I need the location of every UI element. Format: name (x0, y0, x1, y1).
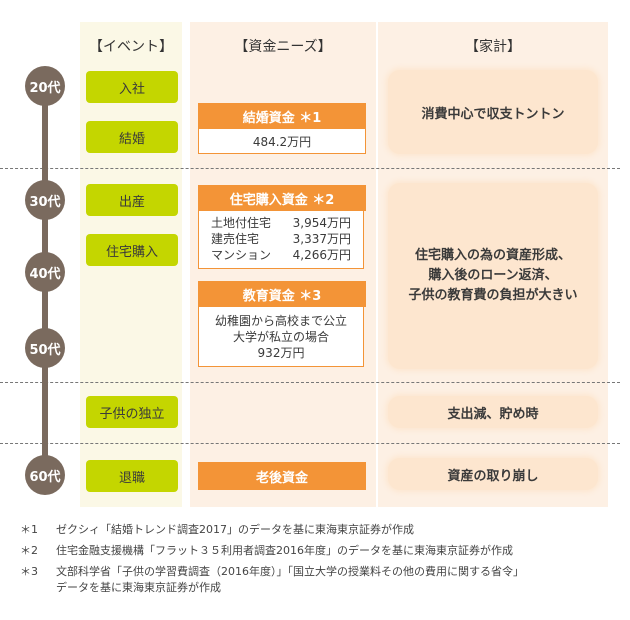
event-retirement: 退職 (86, 460, 178, 492)
footnote-mark: ＊2 (20, 544, 38, 557)
housing-row-label: マンション (211, 248, 272, 262)
housing-row-label: 土地付住宅 (211, 216, 272, 230)
housing-row-label: 建売住宅 (211, 232, 260, 246)
household-text-20s: 消費中心で収支トントン (421, 106, 565, 122)
footnote-2: ＊2 住宅金融支援機構「フラット３５利用者調査2016年度」のデータを基に東海東京… (20, 543, 513, 559)
education-fund-amount: 932万円 (257, 346, 305, 360)
housing-row: 土地付住宅 3,954万円 (199, 215, 363, 231)
education-fund-body: 幼稚園から高校まで公立 大学が私立の場合 932万円 (198, 307, 364, 367)
household-box-independence: 支出減、貯め時 (388, 396, 598, 428)
footnote-3: ＊3 文部科学省「子供の学習費調査（2016年度）」「国立大学の授業料その他の費用… (20, 564, 524, 596)
event-column-header: 【イベント】 (89, 39, 173, 55)
footnote-text: ゼクシィ「結婚トレンド調査2017」のデータを基に東海東京証券が作成 (56, 523, 414, 536)
wedding-fund-body: 484.2万円 (198, 129, 366, 154)
event-home-purchase: 住宅購入 (86, 234, 178, 266)
housing-row: 建売住宅 3,337万円 (199, 231, 363, 247)
education-fund-title: 教育資金 ＊3 (198, 281, 366, 307)
event-childbirth: 出産 (86, 184, 178, 216)
household-box-20s: 消費中心で収支トントン (388, 70, 598, 154)
household-box-30s-50s: 住宅購入の為の資産形成、 購入後のローン返済、 子供の教育費の負担が大きい (388, 183, 598, 369)
footnote-1: ＊1 ゼクシィ「結婚トレンド調査2017」のデータを基に東海東京証券が作成 (20, 522, 414, 538)
age-40s: 40代 (25, 252, 65, 292)
housing-row-value: 3,954万円 (292, 216, 351, 230)
footnote-mark: ＊1 (20, 523, 38, 536)
age-50s: 50代 (25, 328, 65, 368)
wedding-fund-title: 結婚資金 ＊1 (198, 103, 366, 129)
divider-independence-60s (0, 443, 620, 444)
fund-column-header: 【資金ニーズ】 (234, 39, 332, 55)
housing-fund-title: 住宅購入資金 ＊2 (198, 185, 366, 211)
footnote-text: 住宅金融支援機構「フラット３５利用者調査2016年度」のデータを基に東海東京証券… (56, 544, 513, 557)
wedding-fund-amount: 484.2万円 (252, 134, 312, 149)
housing-row: マンション 4,266万円 (199, 247, 363, 263)
household-line: 子供の教育費の負担が大きい (408, 288, 578, 303)
household-box-60s: 資産の取り崩し (388, 458, 598, 490)
housing-row-value: 4,266万円 (292, 248, 351, 262)
household-text-60s: 資産の取り崩し (447, 468, 539, 484)
divider-20s-30s (0, 168, 620, 169)
household-line: 購入後のローン返済、 (428, 268, 558, 283)
age-30s: 30代 (25, 180, 65, 220)
education-fund-line: 大学が私立の場合 (232, 330, 329, 344)
age-60s: 60代 (25, 455, 65, 495)
footnote-text-continued: データを基に東海東京証券が作成 (56, 581, 221, 594)
event-child-independence: 子供の独立 (86, 396, 178, 428)
divider-50s-independence (0, 382, 620, 383)
footnote-text: 文部科学省「子供の学習費調査（2016年度）」「国立大学の授業料その他の費用に関… (56, 565, 524, 578)
footnote-mark: ＊3 (20, 565, 38, 578)
event-marriage: 結婚 (86, 121, 178, 153)
household-column-header: 【家計】 (465, 39, 521, 55)
household-line: 住宅購入の為の資産形成、 (414, 248, 571, 263)
retirement-fund-title: 老後資金 (198, 462, 366, 490)
household-text-independence: 支出減、貯め時 (447, 406, 539, 422)
housing-fund-body: 土地付住宅 3,954万円 建売住宅 3,337万円 マンション 4,266万円 (198, 211, 364, 269)
event-join-company: 入社 (86, 71, 178, 103)
age-20s: 20代 (25, 66, 65, 106)
housing-row-value: 3,337万円 (292, 232, 351, 246)
education-fund-line: 幼稚園から高校まで公立 (214, 314, 347, 328)
